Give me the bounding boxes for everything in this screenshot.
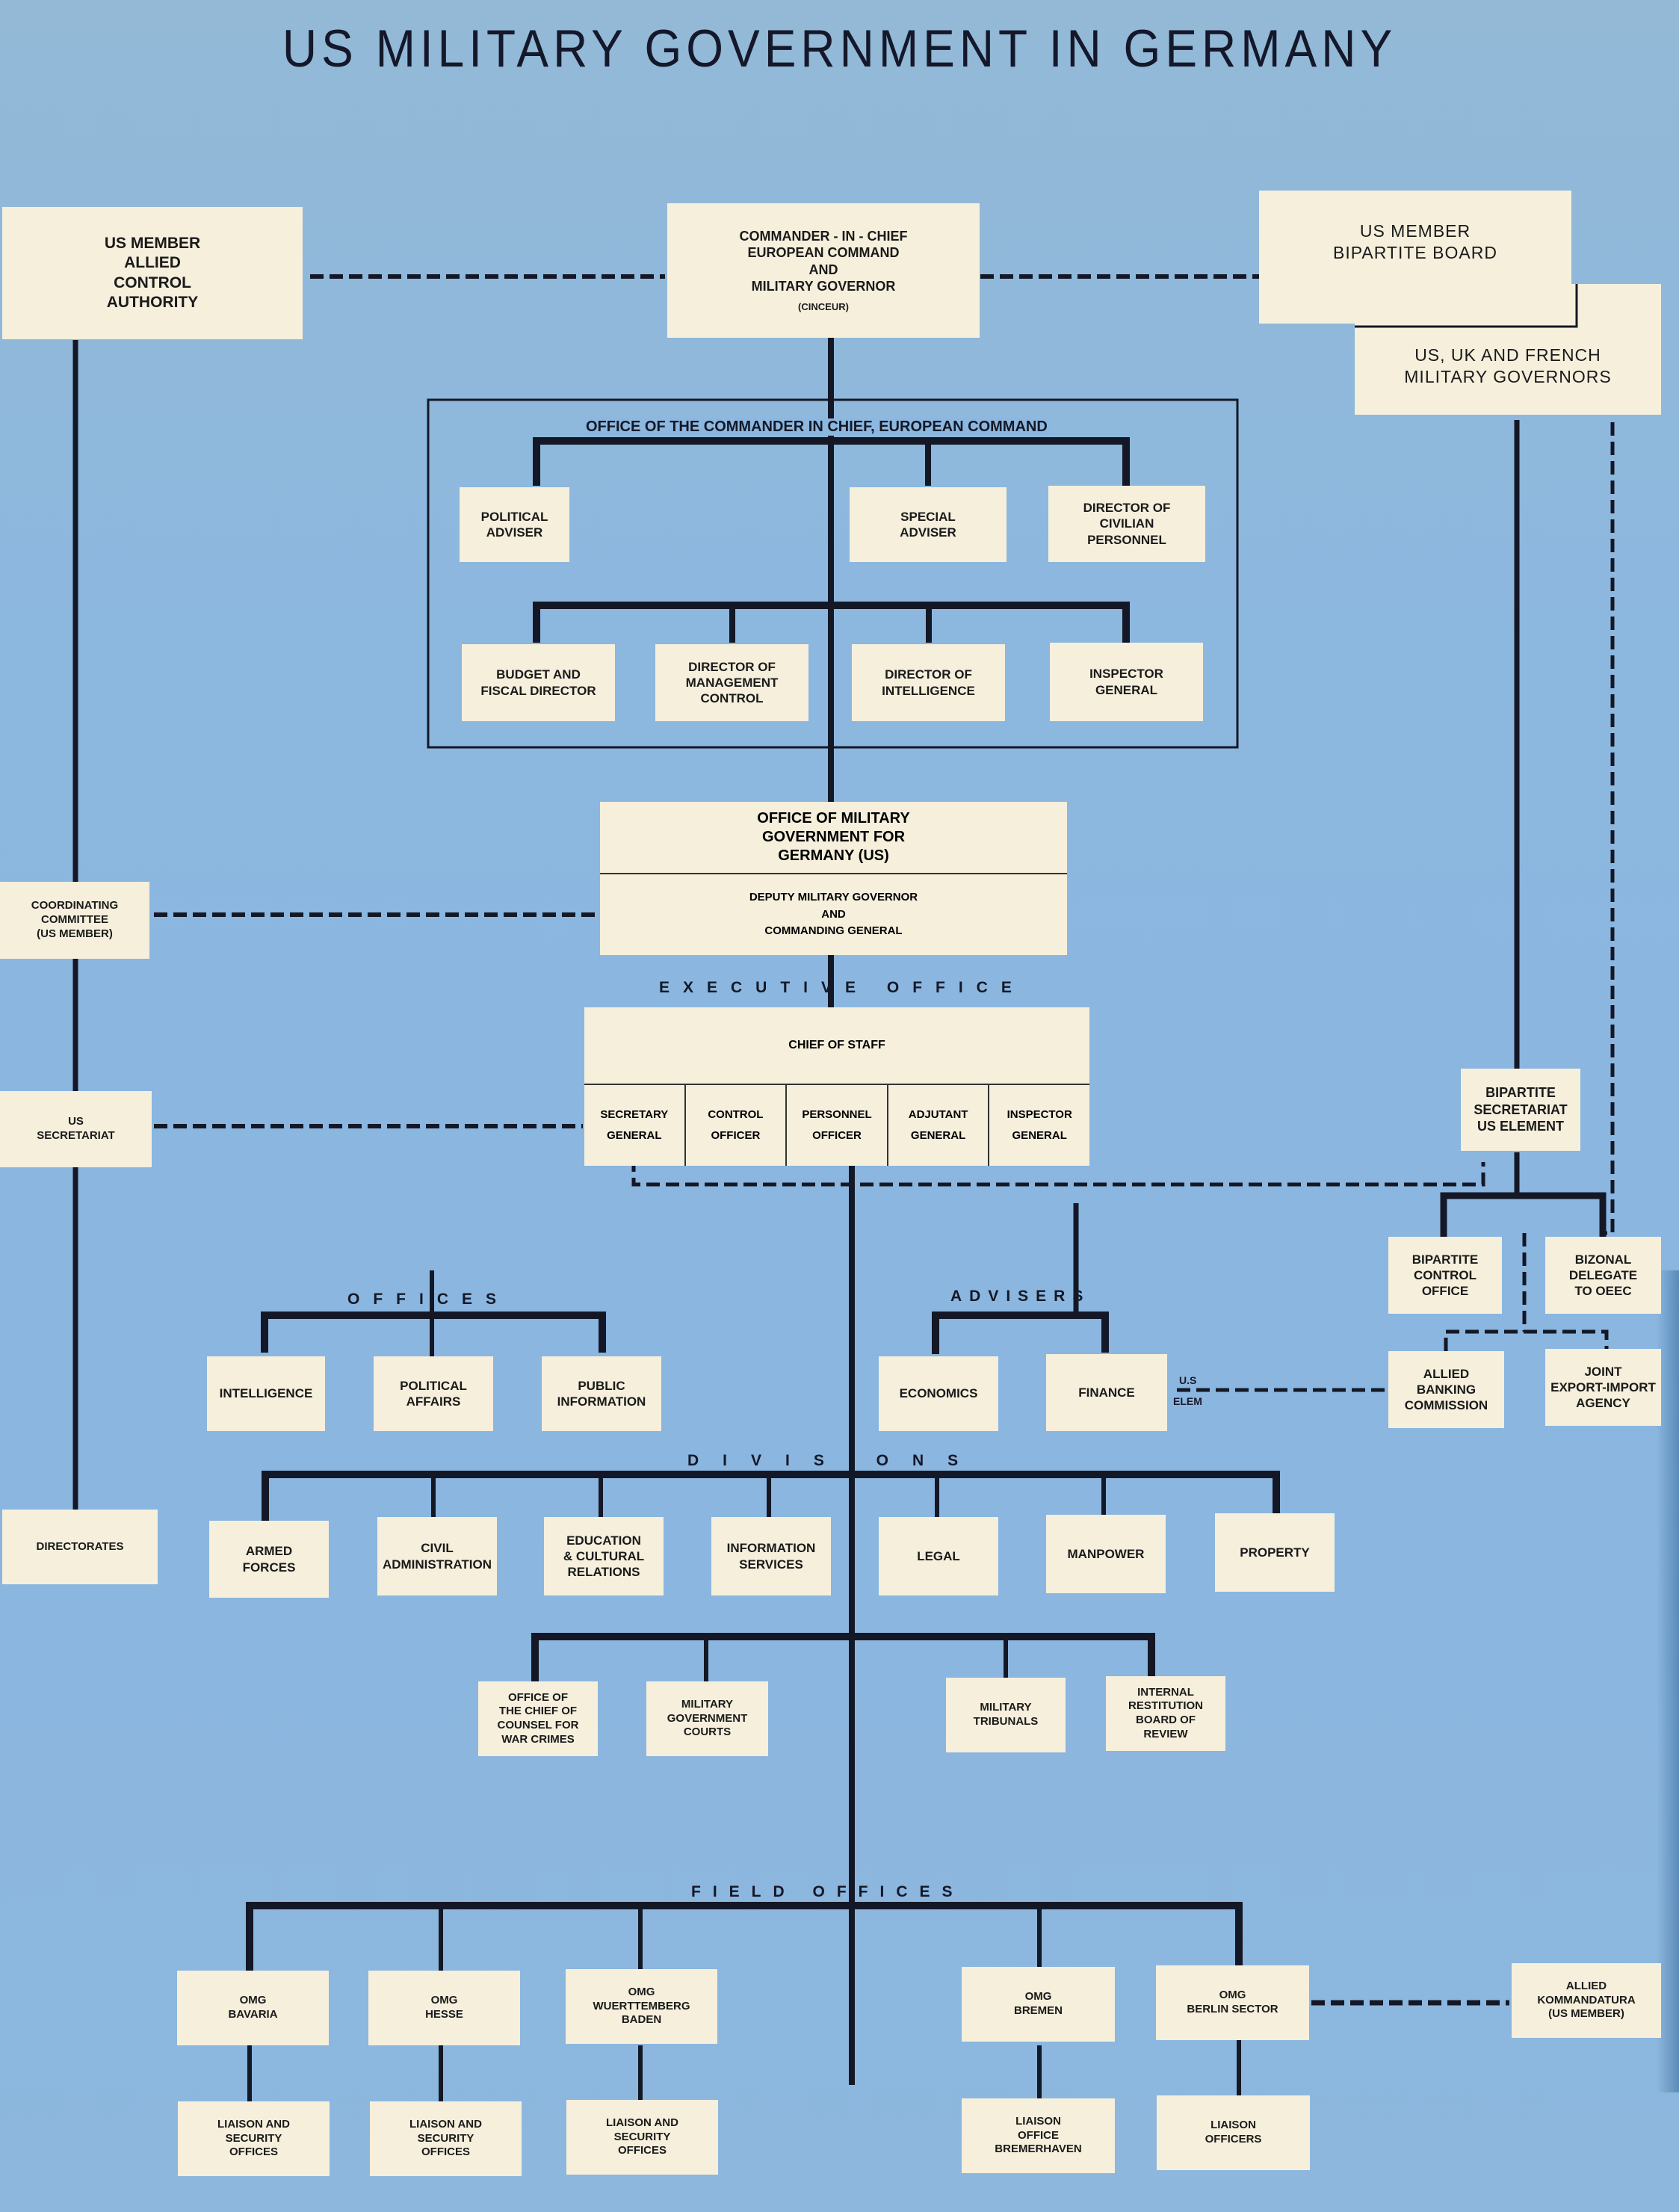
omgus-title: OFFICE OF MILITARY GOVERNMENT FOR GERMAN… (600, 802, 1067, 874)
box-military-governors: US, UK AND FRENCH MILITARY GOVERNORS (1355, 284, 1661, 415)
field-offices-label: FIELD OFFICES (691, 1883, 965, 1900)
us-elem-label-top: U.S (1179, 1374, 1197, 1386)
box-director-management-control: DIRECTOR OF MANAGEMENT CONTROL (655, 644, 808, 721)
box-jeia: JOINT EXPORT-IMPORT AGENCY (1545, 1349, 1661, 1426)
box-education-cultural: EDUCATION & CULTURAL RELATIONS (544, 1517, 664, 1595)
divisions-label: DIVISIONS (687, 1452, 983, 1469)
box-omg-hesse: OMG HESSE (368, 1971, 520, 2045)
box-intelligence: INTELLIGENCE (207, 1356, 325, 1431)
box-mg-courts: MILITARY GOVERNMENT COURTS (646, 1681, 768, 1756)
box-liaison-hesse: LIAISON AND SECURITY OFFICES (370, 2101, 522, 2176)
box-liaison-bavaria: LIAISON AND SECURITY OFFICES (178, 2101, 330, 2176)
cell-secretary-general: SECRETARY GENERAL (600, 1107, 669, 1143)
box-bipartite-control-office: BIPARTITE CONTROL OFFICE (1388, 1237, 1502, 1314)
cell-inspector-general-exec: INSPECTOR GENERAL (988, 1085, 1089, 1166)
exec-staff-row: SECRETARY GENERAL CONTROL OFFICER PERSON… (584, 1085, 1089, 1166)
box-information-services: INFORMATION SERVICES (711, 1517, 831, 1595)
cinc-title: COMMANDER - IN - CHIEF EUROPEAN COMMAND … (739, 228, 908, 294)
box-finance: FINANCE (1046, 1354, 1167, 1431)
omgus-deputy: DEPUTY MILITARY GOVERNOR AND COMMANDING … (749, 891, 918, 938)
box-liaison-bremerhaven: LIAISON OFFICE BREMERHAVEN (962, 2098, 1115, 2173)
chief-of-staff-title: CHIEF OF STAFF (584, 1007, 1089, 1085)
dashed-governors-bizonal (1603, 422, 1615, 1235)
box-political-adviser: POLITICAL ADVISER (460, 487, 569, 562)
dashed-exec-bipartite (631, 1158, 1485, 1187)
box-liaison-officers: LIAISON OFFICERS (1157, 2095, 1310, 2170)
box-omg-bavaria: OMG BAVARIA (177, 1971, 329, 2045)
box-chief-of-staff: CHIEF OF STAFF SECRETARY GENERAL CONTROL… (584, 1007, 1089, 1166)
box-directorates: DIRECTORATES (2, 1510, 158, 1584)
box-chief-counsel-war-crimes: OFFICE OF THE CHIEF OF COUNSEL FOR WAR C… (478, 1681, 598, 1756)
box-bipartite-secretariat: BIPARTITE SECRETARIAT US ELEMENT (1461, 1069, 1580, 1151)
office-cinc-bracket-1 (533, 437, 1130, 486)
box-legal: LEGAL (879, 1517, 998, 1595)
box-us-secretariat: US SECRETARIAT (0, 1091, 152, 1167)
box-public-information: PUBLIC INFORMATION (542, 1356, 661, 1431)
box-us-member-aca: US MEMBER ALLIED CONTROL AUTHORITY (2, 207, 303, 339)
box-omg-berlin-sector: OMG BERLIN SECTOR (1156, 1965, 1309, 2040)
box-omg-bremen: OMG BREMEN (962, 1967, 1115, 2042)
box-director-civilian-personnel: DIRECTOR OF CIVILIAN PERSONNEL (1048, 486, 1205, 562)
box-political-affairs: POLITICAL AFFAIRS (374, 1356, 493, 1431)
box-special-adviser: SPECIAL ADVISER (850, 487, 1007, 562)
box-liaison-wuerttemberg: LIAISON AND SECURITY OFFICES (566, 2100, 718, 2175)
box-omgus: OFFICE OF MILITARY GOVERNMENT FOR GERMAN… (600, 802, 1067, 955)
cell-adjutant-general: ADJUTANT GENERAL (886, 1085, 989, 1166)
cell-personnel-officer: PERSONNEL OFFICER (785, 1085, 887, 1166)
office-cinc-heading: OFFICE OF THE COMMANDER IN CHIEF, EUROPE… (583, 418, 1051, 436)
box-armed-forces: ARMED FORCES (209, 1521, 329, 1598)
box-military-tribunals: MILITARY TRIBUNALS (946, 1678, 1066, 1752)
box-property: PROPERTY (1215, 1513, 1335, 1592)
box-economics: ECONOMICS (879, 1356, 998, 1431)
advisers-label: ADVISERS (950, 1288, 1091, 1305)
office-cinc-frame (427, 398, 1239, 749)
box-restitution-board: INTERNAL RESTITUTION BOARD OF REVIEW (1106, 1676, 1225, 1751)
cell-control-officer: CONTROL OFFICER (684, 1085, 786, 1166)
us-elem-label-bottom: ELEM (1173, 1395, 1202, 1407)
box-omg-wuerttemberg-baden: OMG WUERTTEMBERG BADEN (566, 1969, 717, 2044)
box-coordinating-committee: COORDINATING COMMITTEE (US MEMBER) (0, 882, 149, 959)
box-director-intelligence: DIRECTOR OF INTELLIGENCE (852, 644, 1005, 721)
box-bizonal-delegate: BIZONAL DELEGATE TO OEEC (1545, 1237, 1661, 1314)
box-allied-banking: ALLIED BANKING COMMISSION (1388, 1351, 1504, 1428)
box-manpower: MANPOWER (1046, 1515, 1166, 1593)
box-cinc: COMMANDER - IN - CHIEF EUROPEAN COMMAND … (667, 203, 980, 338)
box-budget-fiscal: BUDGET AND FISCAL DIRECTOR (462, 644, 615, 721)
box-civil-administration: CIVIL ADMINISTRATION (377, 1517, 497, 1595)
offices-label: OFFICES (347, 1291, 510, 1308)
chart-title: US MILITARY GOVERNMENT IN GERMANY (282, 19, 1397, 78)
cinc-abbrev: (CINCEUR) (798, 300, 849, 312)
box-allied-kommandatura: ALLIED KOMMANDATURA (US MEMBER) (1512, 1963, 1661, 2038)
executive-office-label: EXECUTIVE OFFICE (659, 979, 1025, 996)
box-inspector-general-cinc: INSPECTOR GENERAL (1050, 643, 1203, 721)
office-cinc-bracket-2 (533, 602, 1130, 643)
